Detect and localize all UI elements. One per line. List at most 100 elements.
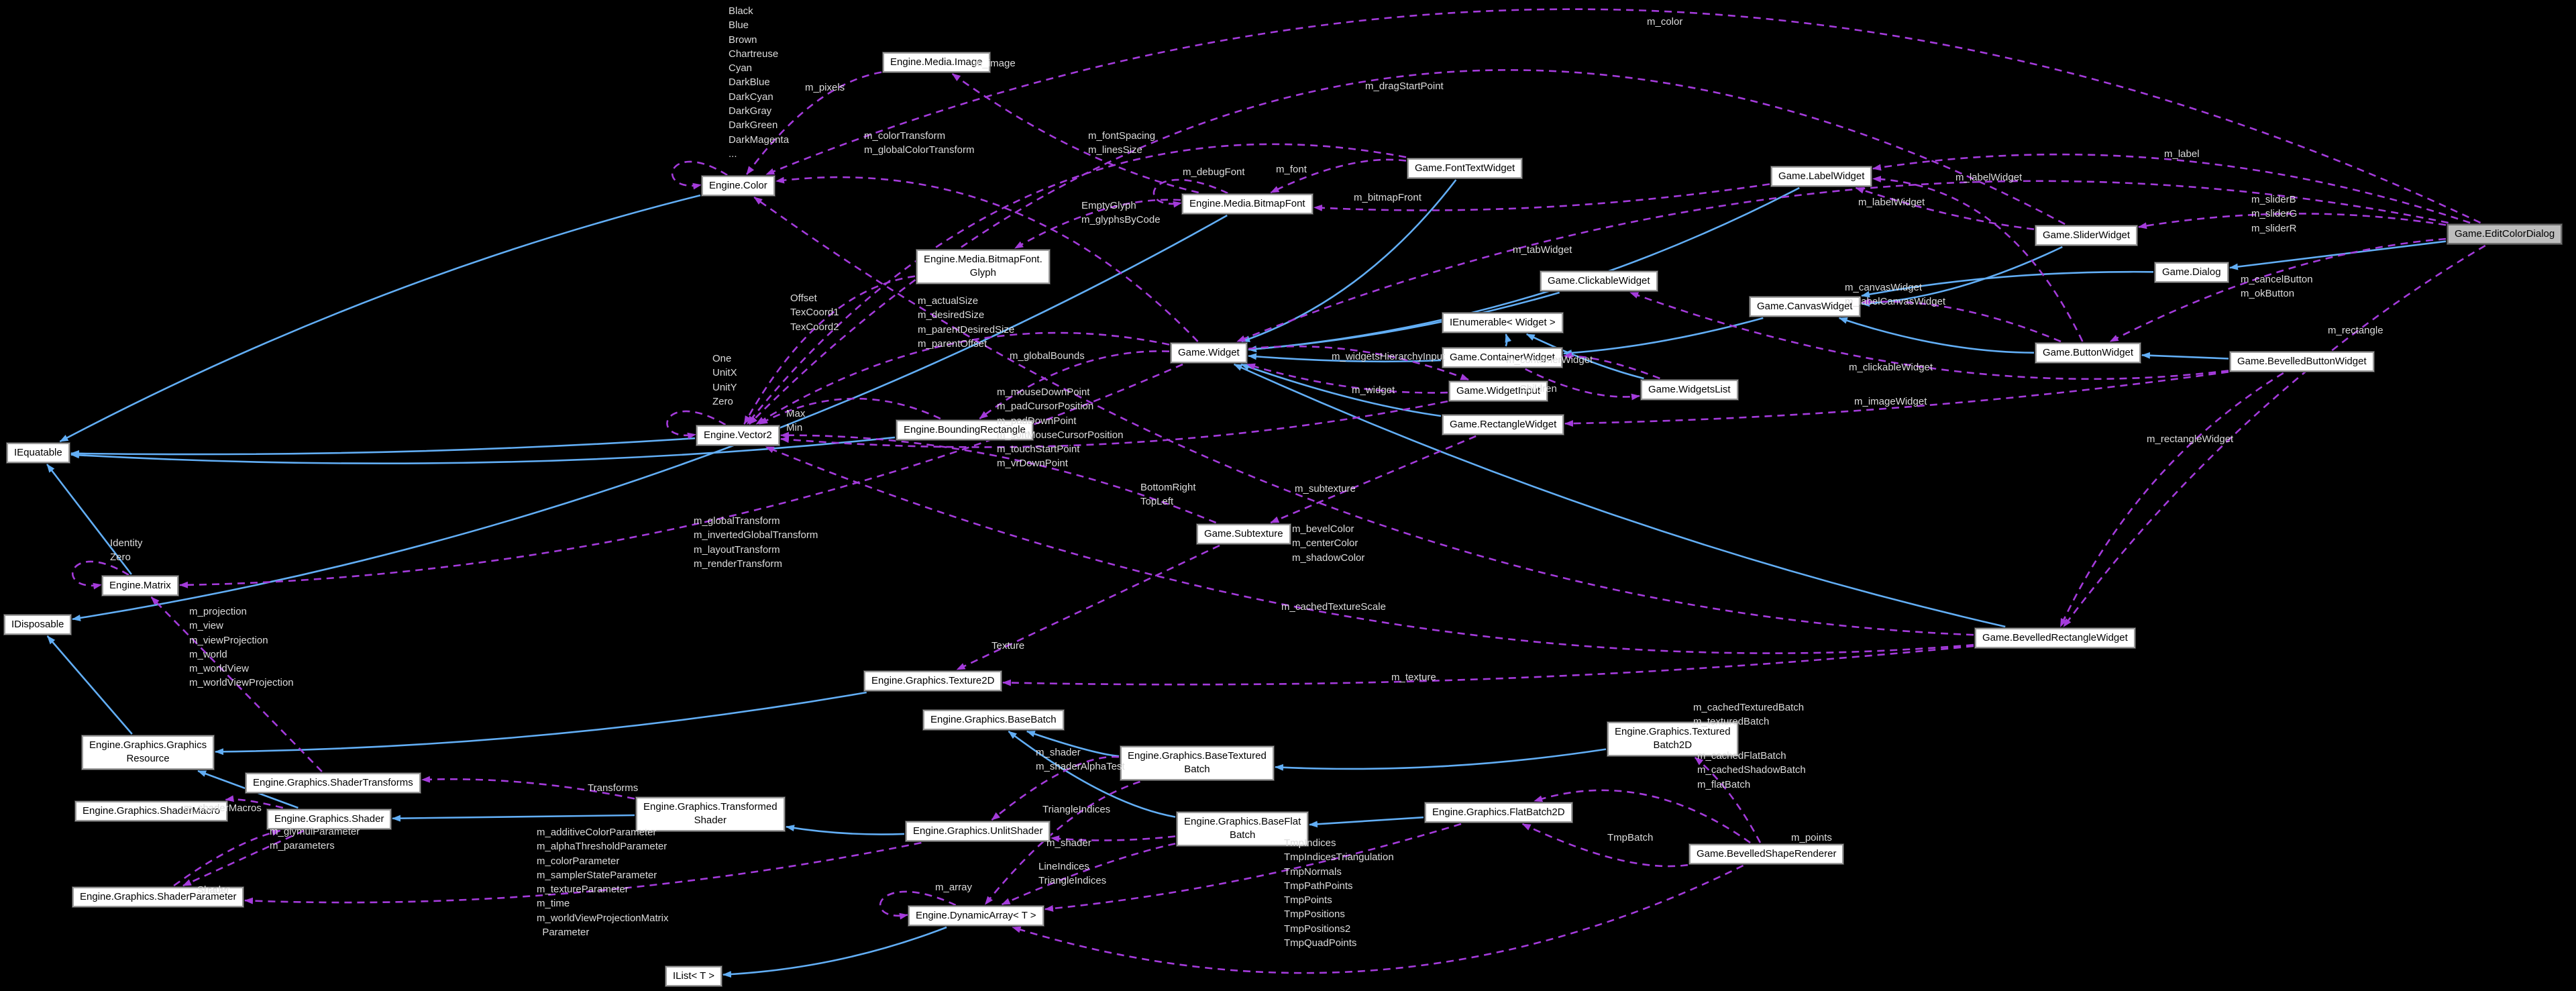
- node-shader_macro[interactable]: Engine.Graphics.ShaderMacro: [75, 801, 228, 822]
- node-bevelled_rect[interactable]: Game.BevelledRectangleWidget: [1975, 628, 2135, 649]
- edge-fonttext-to-vector2: [746, 143, 1407, 425]
- node-unlit_shader[interactable]: Engine.Graphics.UnlitShader: [906, 821, 1051, 842]
- node-clickable[interactable]: Game.ClickableWidget: [1540, 271, 1658, 292]
- node-canvas[interactable]: Game.CanvasWidget: [1750, 297, 1860, 317]
- edge-shape_renderer-to-flat_batch2d: [1534, 789, 1751, 844]
- edge-dynamic_array-to-ilist: [722, 926, 947, 978]
- edge-container-to-ienumerable: [1505, 333, 1512, 347]
- edge-shader-to-shader_parameter: [182, 829, 305, 887]
- node-base_flat[interactable]: Engine.Graphics.BaseFlat Batch: [1177, 812, 1309, 846]
- node-bevelled_button[interactable]: Game.BevelledButtonWidget: [2230, 352, 2374, 372]
- edge-slider-to-label_widget: [1855, 187, 2035, 230]
- edge-shape_renderer-to-flat_batch2d: [1521, 823, 1688, 868]
- node-button[interactable]: Game.ButtonWidget: [2035, 343, 2141, 364]
- edge-widgets_list-to-ienumerable: [1525, 333, 1644, 380]
- edge-canvas-to-container: [1563, 317, 1764, 356]
- edge-container-to-widget: [1248, 353, 1442, 363]
- edge-widget-to-vector2: [755, 331, 1170, 425]
- edge-color-to-iequatable: [59, 194, 701, 443]
- edge-glyph-to-vector2: [743, 275, 916, 425]
- edge-widgets_list-to-container: [1563, 352, 1660, 380]
- edge-shader_transforms-to-matrix: [150, 596, 323, 772]
- node-widget_input[interactable]: Game.WidgetInput: [1449, 381, 1548, 402]
- node-textured_batch2d[interactable]: Engine.Graphics.Textured Batch2D: [1607, 722, 1738, 756]
- edge-bounding_rect-to-iequatable: [70, 436, 896, 465]
- edge-edit_dialog-to-color: [765, 8, 2481, 224]
- edge-bevelled_rect-to-widget: [1233, 363, 2006, 628]
- node-shape_renderer[interactable]: Game.BevelledShapeRenderer: [1689, 844, 1844, 865]
- edge-base_textured-to-unlit_shader: [991, 755, 1120, 821]
- node-fonttext[interactable]: Game.FontTextWidget: [1407, 158, 1523, 179]
- node-ienumerable[interactable]: IEnumerable< Widget >: [1442, 313, 1563, 333]
- node-widgets_list[interactable]: Game.WidgetsList: [1641, 380, 1738, 401]
- node-media_image[interactable]: Engine.Media.Image: [883, 52, 990, 73]
- node-shader[interactable]: Engine.Graphics.Shader: [267, 809, 392, 830]
- node-matrix[interactable]: Engine.Matrix: [102, 576, 178, 596]
- node-shader_parameter[interactable]: Engine.Graphics.ShaderParameter: [72, 887, 244, 908]
- node-base_textured[interactable]: Engine.Graphics.BaseTextured Batch: [1120, 746, 1274, 780]
- node-transformed_shader[interactable]: Engine.Graphics.Transformed Shader: [636, 797, 785, 831]
- node-flat_batch2d[interactable]: Engine.Graphics.FlatBatch2D: [1425, 802, 1572, 823]
- edge-widget-to-color: [775, 176, 1199, 342]
- edge-dialog-to-canvas: [1861, 270, 2154, 298]
- node-graphics_resource[interactable]: Engine.Graphics.Graphics Resource: [82, 735, 215, 770]
- node-bounding_rect[interactable]: Engine.BoundingRectangle: [896, 420, 1033, 441]
- node-glyph[interactable]: Engine.Media.BitmapFont. Glyph: [916, 250, 1050, 284]
- edge-rectangle_widget-to-widget: [1240, 363, 1442, 417]
- edge-bitmapfont-to-glyph: [1014, 199, 1181, 250]
- edge-shape_renderer-to-dynamic_array: [1012, 864, 1744, 974]
- edge-edit_dialog-to-dialog: [2229, 240, 2447, 270]
- edge-bitmapfont-to-bitmapfont: [1152, 178, 1228, 208]
- edge-bevelled_rect-to-texture2d: [1002, 645, 1974, 686]
- edge-bevelled_button-to-clickable: [1629, 291, 2229, 380]
- node-ilist[interactable]: IList< T >: [665, 966, 722, 987]
- node-texture2d[interactable]: Engine.Graphics.Texture2D: [864, 671, 1002, 692]
- edge-shader-to-graphics_resource: [197, 770, 299, 809]
- edge-widget_input-to-vector2: [780, 400, 1448, 448]
- node-iequatable[interactable]: IEquatable: [7, 443, 70, 464]
- node-color[interactable]: Engine.Color: [702, 176, 775, 197]
- edge-container-to-widgets_list: [1525, 368, 1640, 401]
- edge-bevelled_rect-to-color: [753, 196, 1974, 636]
- edge-base_flat-to-base_batch: [1008, 730, 1176, 818]
- edge-button-to-canvas: [1838, 317, 2035, 354]
- edge-bevelled_button-to-button: [2141, 352, 2229, 360]
- edge-media_image-to-color: [745, 71, 882, 175]
- edge-edit_dialog-to-button: [2109, 238, 2447, 343]
- edge-bevelled_button-to-rectangle_widget: [1564, 371, 2229, 427]
- node-slider[interactable]: Game.SliderWidget: [2035, 225, 2138, 246]
- edge-edit_dialog-to-slider: [2138, 213, 2447, 229]
- node-container[interactable]: Game.ContainerWidget: [1442, 348, 1562, 368]
- edge-unlit_shader-to-transformed_shader: [786, 825, 905, 835]
- edge-bounding_rect-to-vector2: [759, 397, 941, 425]
- edge-button-to-canvas: [1861, 298, 2061, 343]
- node-subtexture[interactable]: Game.Subtexture: [1197, 524, 1291, 545]
- edge-subtexture-to-texture2d: [956, 544, 1220, 671]
- node-edit_dialog[interactable]: Game.EditColorDialog: [2447, 224, 2563, 245]
- node-vector2[interactable]: Engine.Vector2: [696, 425, 780, 446]
- node-dynamic_array[interactable]: Engine.DynamicArray< T >: [908, 906, 1044, 927]
- node-rectangle_widget[interactable]: Game.RectangleWidget: [1442, 415, 1564, 435]
- node-label_widget[interactable]: Game.LabelWidget: [1771, 166, 1872, 187]
- edge-base_textured-to-base_batch: [1026, 730, 1120, 758]
- edge-bitmapfont-to-media_image: [951, 72, 1199, 194]
- edge-slider-to-vector2: [749, 69, 2065, 425]
- edge-bevelled_rect-to-vector2: [765, 446, 1974, 654]
- edge-flat_batch2d-to-dynamic_array: [1044, 823, 1462, 912]
- edge-shape_renderer-to-textured_batch2d: [1694, 756, 1762, 843]
- node-idisposable[interactable]: IDisposable: [4, 615, 72, 635]
- edge-dynamic_array-to-dynamic_array: [879, 890, 957, 920]
- edge-subtexture-to-vector2: [780, 431, 1217, 524]
- node-bitmapfont[interactable]: Engine.Media.BitmapFont: [1182, 194, 1313, 215]
- node-widget[interactable]: Game.Widget: [1171, 343, 1247, 364]
- edge-matrix-to-iequatable: [46, 464, 132, 575]
- edge-button-to-label_widget: [1872, 175, 2084, 342]
- edge-vector2-to-iequatable: [70, 437, 696, 457]
- node-shader_transforms[interactable]: Engine.Graphics.ShaderTransforms: [246, 773, 421, 794]
- edge-shader_parameter-to-shader: [173, 829, 281, 887]
- node-base_batch[interactable]: Engine.Graphics.BaseBatch: [923, 710, 1064, 731]
- edge-color-to-color: [671, 160, 728, 190]
- edge-bevelled_button-to-bevelled_rect: [2059, 372, 2284, 627]
- node-dialog[interactable]: Game.Dialog: [2155, 262, 2229, 283]
